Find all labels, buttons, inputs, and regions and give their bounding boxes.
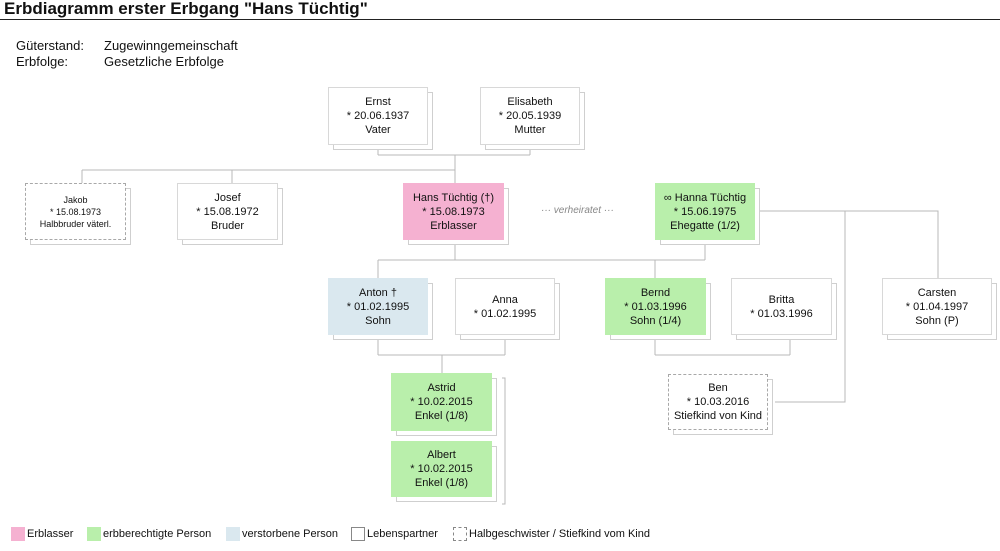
person-name: Albert	[427, 449, 456, 461]
legend-swatch-erblasser	[11, 527, 25, 541]
carsten-connector	[755, 210, 939, 278]
person-ben[interactable]: Ben * 10.03.2016 Stiefkind von Kind	[668, 374, 768, 430]
person-hanna[interactable]: ∞ Hanna Tüchtig * 15.06.1975 Ehegatte (1…	[655, 183, 755, 240]
person-name: Astrid	[427, 382, 456, 394]
person-role: Ehegatte (1/2)	[670, 219, 740, 232]
page-title: Erbdiagramm erster Erbgang "Hans Tüchtig…	[4, 0, 368, 18]
legend-swatch-lebenspartner	[351, 527, 365, 541]
person-carsten[interactable]: Carsten * 01.04.1997 Sohn (P)	[882, 278, 992, 335]
person-role: Sohn (P)	[915, 314, 959, 327]
person-josef[interactable]: Josef * 15.08.1972 Bruder	[177, 183, 278, 240]
person-anton[interactable]: Anton † * 01.02.1995 Sohn	[328, 278, 428, 335]
person-name: Josef	[214, 191, 241, 204]
legend-item-erblasser: Erblasser	[11, 527, 73, 541]
person-role: Mutter	[514, 124, 546, 136]
person-birthdate: * 01.02.1995	[473, 307, 537, 320]
person-bernd[interactable]: Bernd * 01.03.1996 Sohn (1/4)	[605, 278, 706, 335]
person-birthdate: * 10.03.2016	[686, 396, 750, 408]
ben-connector	[775, 211, 846, 403]
legend-item-halbgeschwister: Halbgeschwister / Stiefkind vom Kind	[453, 527, 650, 541]
gueterstand-label: Güterstand:	[16, 38, 84, 53]
person-name: Britta	[768, 293, 795, 306]
person-ernst[interactable]: Ernst * 20.06.1937 Vater	[328, 87, 428, 145]
person-birthdate: * 15.08.1973	[49, 206, 102, 217]
person-role: Enkel (1/8)	[414, 477, 469, 489]
person-elisabeth[interactable]: Elisabeth * 20.05.1939 Mutter	[480, 87, 580, 145]
legend-label: verstorbene Person	[242, 528, 338, 540]
person-name: Elisabeth	[507, 96, 553, 108]
anton-anna-connector	[377, 335, 506, 356]
person-astrid[interactable]: Astrid * 10.02.2015 Enkel (1/8)	[391, 373, 492, 431]
gueterstand-value: Zugewinngemeinschaft	[104, 38, 238, 53]
person-birthdate: * 01.03.1996	[624, 300, 687, 313]
legend-label: Halbgeschwister / Stiefkind vom Kind	[469, 528, 650, 540]
person-birthdate: * 15.08.1973	[422, 205, 485, 218]
parents-connector	[377, 145, 531, 156]
legend-label: Lebenspartner	[367, 528, 438, 540]
legend-item-lebenspartner: Lebenspartner	[351, 527, 438, 541]
person-role: Erblasser	[430, 219, 477, 232]
person-name: Bernd	[640, 286, 671, 299]
person-birthdate: * 01.03.1996	[750, 307, 813, 320]
person-role: Sohn	[365, 314, 391, 327]
erbfolge-value: Gesetzliche Erbfolge	[104, 54, 224, 69]
person-name: Anna	[492, 293, 518, 306]
legend-swatch-erbberechtigt	[87, 527, 101, 541]
legend-item-erbberechtigt: erbberechtigte Person	[87, 527, 211, 541]
title-divider	[0, 19, 1000, 20]
person-name: Carsten	[917, 286, 957, 299]
person-birthdate: * 15.08.1972	[196, 205, 259, 218]
person-birthdate: * 10.02.2015	[410, 463, 473, 475]
hans-hanna-connector	[454, 240, 706, 261]
person-name: Hans Tüchtig (†)	[412, 191, 495, 204]
person-name: Anton †	[359, 286, 397, 299]
person-birthdate: * 01.02.1995	[346, 300, 410, 313]
legend-label: Erblasser	[27, 528, 74, 540]
legend-swatch-halbgeschwister	[453, 527, 467, 541]
person-birthdate: * 10.02.2015	[410, 396, 473, 408]
person-albert[interactable]: Albert * 10.02.2015 Enkel (1/8)	[391, 441, 492, 497]
marriage-label: ··· verheiratet ···	[541, 205, 614, 216]
person-name: Ben	[708, 382, 728, 394]
person-role: Halbbruder väterl.	[39, 218, 112, 229]
person-name: Jakob	[63, 194, 88, 205]
legend-item-verstorben: verstorbene Person	[226, 527, 338, 541]
siblings-connector	[81, 155, 456, 183]
person-jakob[interactable]: Jakob * 15.08.1973 Halbbruder väterl.	[25, 183, 126, 240]
legend-swatch-verstorben	[226, 527, 240, 541]
person-role: Enkel (1/8)	[414, 410, 469, 422]
bernd-britta-connector	[654, 335, 791, 356]
person-role: Vater	[365, 124, 391, 136]
person-role: Stiefkind von Kind	[673, 410, 763, 422]
grandchildren-bracket	[502, 377, 506, 505]
person-role: Bruder	[210, 219, 245, 232]
person-birthdate: * 20.05.1939	[498, 110, 562, 122]
legend-label: erbberechtigte Person	[103, 528, 212, 540]
children-connector	[377, 259, 656, 278]
person-anna[interactable]: Anna * 01.02.1995	[455, 278, 555, 335]
person-name: Ernst	[365, 96, 391, 108]
person-birthdate: * 01.04.1997	[905, 300, 969, 313]
person-britta[interactable]: Britta * 01.03.1996	[731, 278, 832, 335]
person-birthdate: * 20.06.1937	[346, 110, 410, 122]
person-hans[interactable]: Hans Tüchtig (†) * 15.08.1973 Erblasser	[403, 183, 504, 240]
erbfolge-label: Erbfolge:	[16, 54, 69, 69]
person-birthdate: * 15.06.1975	[673, 205, 737, 218]
person-name: ∞ Hanna Tüchtig	[663, 191, 747, 204]
person-role: Sohn (1/4)	[629, 314, 682, 327]
